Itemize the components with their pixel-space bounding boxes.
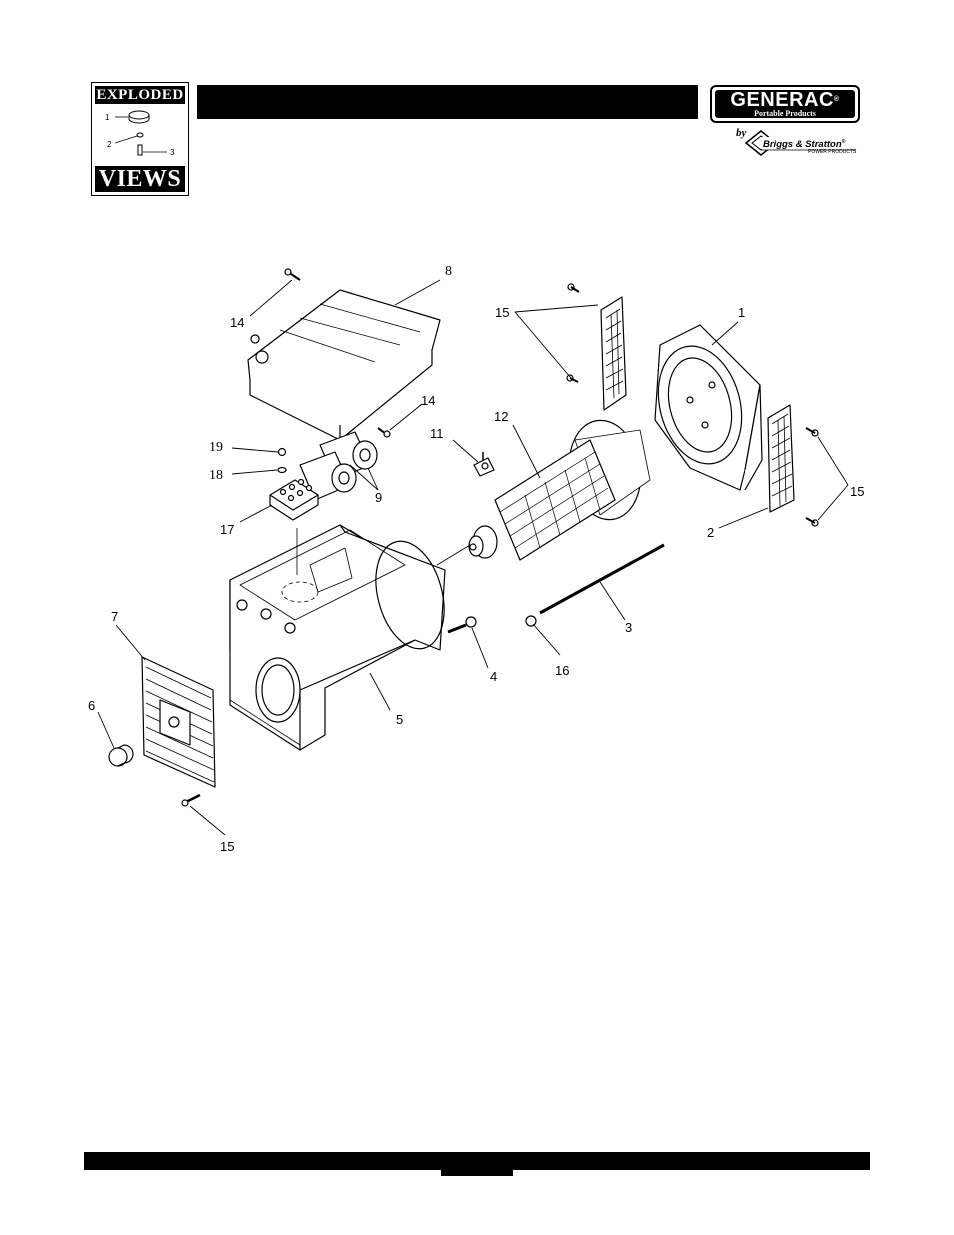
part-knob-6: [109, 745, 133, 766]
footer-bar-right: [513, 1152, 870, 1170]
callout-19: 19: [209, 441, 223, 454]
part-grill-left: [601, 297, 626, 410]
callout-16: 16: [555, 664, 569, 677]
part-brush-holder: [474, 452, 494, 476]
callout-17: 17: [220, 523, 234, 536]
part-rotor: [469, 415, 650, 560]
part-grille: [142, 657, 215, 787]
part-cover: [248, 290, 440, 440]
callout-9: 9: [375, 491, 382, 504]
callout-18: 18: [209, 469, 223, 482]
part-housing: [230, 525, 455, 750]
callout-15c: 15: [220, 840, 234, 853]
part-capacitors: [300, 432, 377, 500]
part-terminal-block: [270, 480, 318, 521]
footer-bar-left: [84, 1152, 441, 1170]
callout-4: 4: [490, 670, 497, 683]
screw-15e: [182, 795, 200, 806]
part-washer: [278, 468, 286, 473]
part-through-bolt: [526, 545, 664, 626]
callout-14a: 14: [230, 316, 244, 329]
screw-15b: [567, 375, 578, 382]
screw-15d: [806, 518, 818, 526]
callout-12: 12: [494, 410, 508, 423]
callout-1: 1: [738, 306, 745, 319]
callout-3: 3: [625, 621, 632, 634]
part-nut: [279, 449, 286, 456]
screw-15c: [806, 428, 818, 436]
part-end-bracket: [646, 325, 762, 490]
callout-5: 5: [396, 713, 403, 726]
screw-14b: [378, 428, 390, 437]
callout-8: 8: [445, 265, 452, 278]
part-grill-right: [768, 405, 794, 512]
screw-15a: [568, 284, 579, 292]
callout-14b: 14: [421, 394, 435, 407]
callout-15a: 15: [495, 306, 509, 319]
callout-2: 2: [707, 526, 714, 539]
callout-6: 6: [88, 699, 95, 712]
part-bolt-4: [448, 617, 476, 632]
screw-14a: [285, 269, 300, 280]
footer-page-tab: [441, 1152, 513, 1176]
callout-11: 11: [430, 427, 444, 440]
callout-15b: 15: [850, 485, 864, 498]
callout-7: 7: [111, 610, 118, 623]
